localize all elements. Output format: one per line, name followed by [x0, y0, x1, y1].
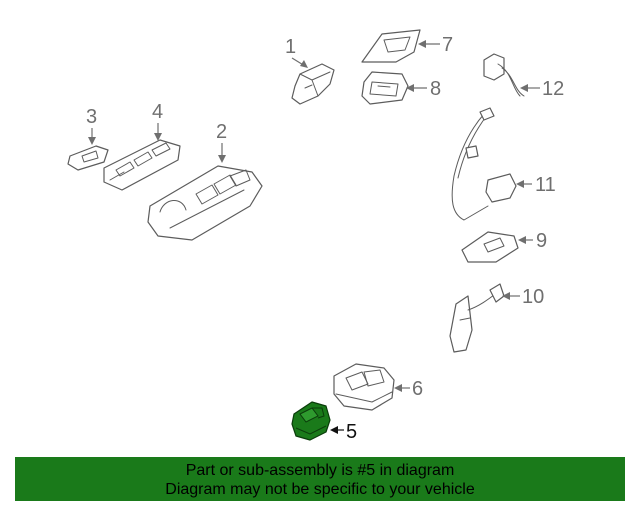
- part-10-bracket: [449, 283, 505, 353]
- callout-10: 10: [522, 286, 544, 308]
- part-5-switch-highlighted[interactable]: [291, 401, 331, 441]
- callout-7: 7: [442, 34, 453, 56]
- callout-3: 3: [86, 106, 97, 128]
- callout-2: 2: [216, 121, 227, 143]
- part-6-switch-block: [333, 363, 395, 411]
- arrow-9: [518, 236, 526, 244]
- part-7-bezel: [361, 29, 421, 63]
- arrow-10: [502, 292, 510, 300]
- arrow-8: [406, 84, 414, 92]
- arrow-4: [154, 133, 162, 141]
- callout-1: 1: [285, 36, 296, 58]
- arrow-5: [330, 426, 338, 434]
- banner-line-2: Diagram may not be specific to your vehi…: [165, 481, 475, 498]
- part-2-master-switch: [147, 165, 263, 241]
- part-11-harness: [451, 107, 517, 221]
- part-8-switch: [361, 71, 409, 105]
- part-3-button: [67, 145, 109, 171]
- part-9-switch: [461, 231, 519, 263]
- arrow-12: [520, 84, 528, 92]
- arrow-1: [300, 60, 308, 68]
- banner-line-1: Part or sub-assembly is #5 in diagram: [185, 462, 455, 479]
- arrow-3: [88, 137, 96, 145]
- arrow-2: [218, 155, 226, 163]
- callout-12: 12: [542, 78, 564, 100]
- info-banner: Part or sub-assembly is #5 in diagram Di…: [15, 457, 625, 501]
- callout-8: 8: [430, 78, 441, 100]
- callout-9: 9: [536, 230, 547, 252]
- part-4-switch-panel: [103, 139, 181, 191]
- parts-diagram: 1 7 8 12 3 4: [67, 29, 564, 443]
- callout-4: 4: [152, 101, 163, 123]
- part-1-switch: [291, 63, 335, 105]
- callout-11: 11: [535, 174, 556, 196]
- callout-5: 5: [346, 421, 357, 443]
- arrow-6: [394, 384, 402, 392]
- callout-6: 6: [412, 378, 423, 400]
- arrow-7: [418, 40, 426, 48]
- arrow-11: [516, 180, 524, 188]
- part-12-connector: [483, 53, 525, 97]
